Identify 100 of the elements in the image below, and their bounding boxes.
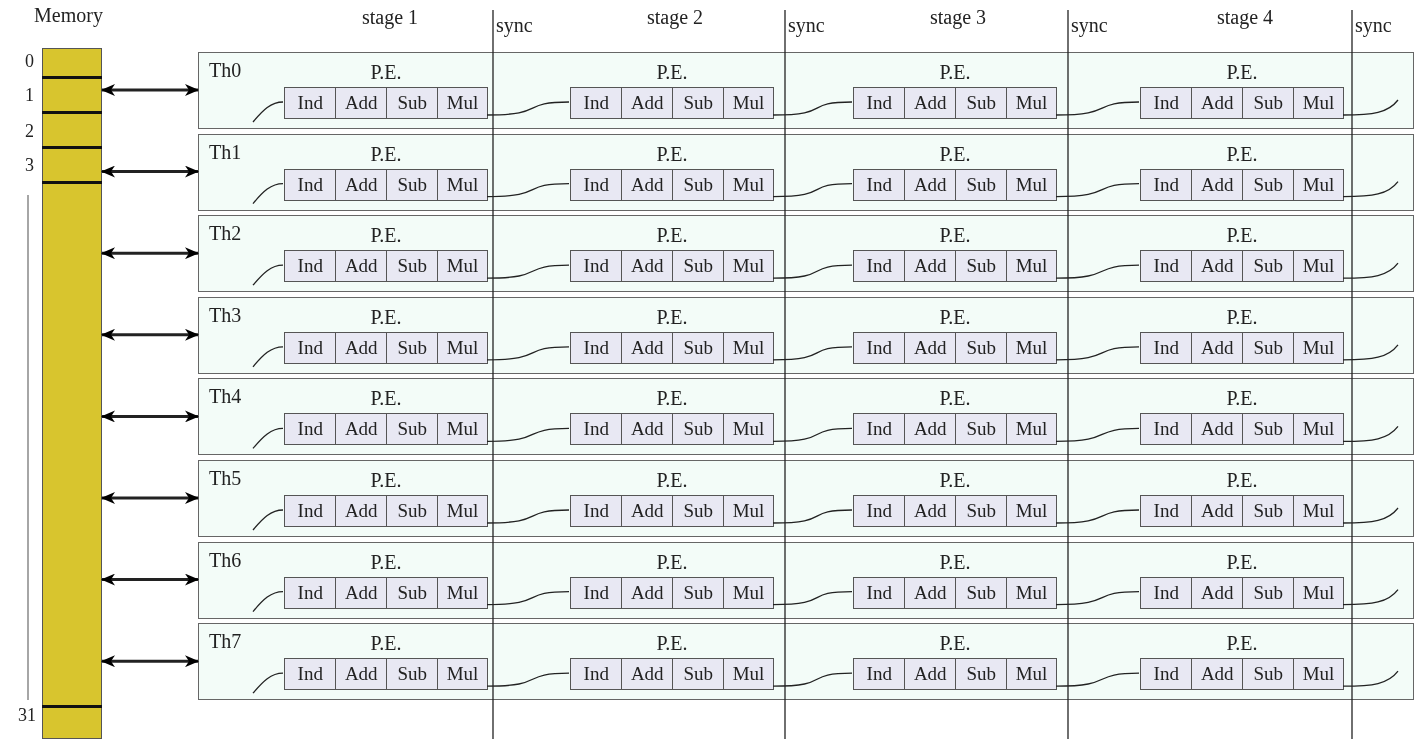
unit-cell: Mul bbox=[437, 576, 488, 609]
thread-label: Th3 bbox=[209, 303, 242, 326]
thread-label: Th6 bbox=[209, 548, 242, 571]
connector-line bbox=[772, 509, 853, 524]
unit-cell: Ind bbox=[284, 331, 337, 364]
pe-heading: P.E. bbox=[1225, 305, 1259, 328]
unit-cell: Mul bbox=[437, 250, 488, 283]
unit-cell: Ind bbox=[853, 87, 906, 119]
unit-cell: Mul bbox=[437, 495, 488, 527]
unit-cell: Ind bbox=[1140, 658, 1193, 691]
connector-line bbox=[1055, 509, 1140, 524]
unit-cell: Mul bbox=[1006, 87, 1057, 119]
unit-cell: Add bbox=[335, 168, 388, 201]
connector-line bbox=[1342, 262, 1399, 279]
unit-cell: Add bbox=[1191, 87, 1244, 119]
double-arrow bbox=[101, 328, 199, 341]
double-arrow bbox=[101, 165, 199, 178]
unit-cell: Ind bbox=[853, 495, 906, 527]
thread-row bbox=[198, 296, 1414, 374]
address-number: 3 bbox=[25, 154, 34, 176]
unit-cell: Add bbox=[904, 413, 957, 446]
unit-cell: Sub bbox=[1242, 495, 1295, 527]
unit-cell: Sub bbox=[1242, 658, 1295, 691]
connector-line bbox=[1342, 670, 1399, 687]
address-number: 31 bbox=[18, 704, 36, 726]
pe-heading: P.E. bbox=[1225, 469, 1259, 491]
sync-label: sync bbox=[1071, 14, 1108, 36]
unit-cell: Sub bbox=[955, 168, 1008, 201]
unit-cell: Ind bbox=[570, 168, 623, 201]
unit-cell: Mul bbox=[437, 168, 488, 201]
pe-heading: P.E. bbox=[655, 632, 689, 655]
unit-cell: Add bbox=[621, 87, 674, 119]
pe-heading: P.E. bbox=[1225, 550, 1259, 573]
unit-cell: Mul bbox=[1293, 576, 1344, 609]
unit-cell: Ind bbox=[853, 413, 906, 446]
unit-cell: Mul bbox=[437, 413, 488, 446]
connector-line bbox=[772, 101, 853, 116]
pe-heading: P.E. bbox=[655, 142, 689, 165]
unit-cell: Sub bbox=[955, 250, 1008, 283]
connector-line bbox=[1055, 101, 1140, 116]
unit-cell: Add bbox=[621, 495, 674, 527]
unit-cell: Ind bbox=[853, 658, 906, 691]
unit-cell: Add bbox=[904, 87, 957, 119]
unit-cell: Add bbox=[335, 658, 388, 691]
unit-cell: Ind bbox=[853, 250, 906, 283]
pe-heading: P.E. bbox=[369, 142, 403, 165]
connector-line bbox=[1055, 182, 1140, 198]
unit-cell: Sub bbox=[955, 576, 1008, 609]
sync-label: sync bbox=[496, 14, 533, 36]
unit-cell: Add bbox=[621, 658, 674, 691]
unit-cell: Sub bbox=[386, 87, 439, 119]
unit-cell: Mul bbox=[723, 87, 774, 119]
unit-cell: Ind bbox=[570, 331, 623, 364]
unit-cell: Sub bbox=[672, 576, 725, 609]
unit-cell: Add bbox=[1191, 658, 1244, 691]
unit-cell: Add bbox=[335, 331, 388, 364]
unit-cell: Add bbox=[1191, 576, 1244, 609]
pe-heading: P.E. bbox=[369, 305, 403, 328]
thread-row bbox=[198, 541, 1414, 619]
pe-heading: P.E. bbox=[655, 61, 689, 83]
unit-cell: Sub bbox=[672, 331, 725, 364]
stage-label: stage 4 bbox=[1215, 6, 1275, 28]
pe-heading: P.E. bbox=[369, 632, 403, 655]
connector-line bbox=[486, 346, 570, 361]
unit-cell: Sub bbox=[955, 658, 1008, 691]
unit-cell: Sub bbox=[1242, 87, 1295, 119]
double-arrow bbox=[101, 655, 199, 668]
unit-cell: Mul bbox=[723, 576, 774, 609]
connector-line bbox=[1342, 588, 1399, 606]
pe-heading: P.E. bbox=[655, 469, 689, 491]
unit-cell: Sub bbox=[955, 495, 1008, 527]
address-number: 0 bbox=[25, 50, 34, 72]
unit-cell: Ind bbox=[284, 250, 337, 283]
unit-cell: Mul bbox=[723, 331, 774, 364]
pe-heading: P.E. bbox=[938, 61, 972, 83]
pe-heading: P.E. bbox=[938, 305, 972, 328]
thread-label: Th4 bbox=[209, 385, 242, 408]
unit-cell: Ind bbox=[1140, 168, 1193, 201]
unit-cell: Mul bbox=[723, 413, 774, 446]
connector-line bbox=[1055, 590, 1140, 606]
unit-cell: Ind bbox=[853, 168, 906, 201]
pe-heading: P.E. bbox=[369, 61, 403, 83]
unit-cell: Add bbox=[621, 250, 674, 283]
pe-heading: P.E. bbox=[369, 550, 403, 573]
address-number: 2 bbox=[25, 120, 34, 142]
unit-cell: Ind bbox=[1140, 331, 1193, 364]
unit-cell: Ind bbox=[570, 576, 623, 609]
unit-cell: Add bbox=[904, 495, 957, 527]
pe-heading: P.E. bbox=[369, 469, 403, 491]
pe-heading: P.E. bbox=[938, 550, 972, 573]
unit-cell: Mul bbox=[1006, 168, 1057, 201]
unit-cell: Ind bbox=[284, 658, 337, 691]
connector-line bbox=[1342, 99, 1399, 116]
connector-line bbox=[772, 182, 853, 198]
unit-cell: Ind bbox=[570, 250, 623, 283]
unit-cell: Mul bbox=[1293, 250, 1344, 283]
sync-label: sync bbox=[788, 14, 825, 36]
unit-cell: Ind bbox=[570, 87, 623, 119]
unit-cell: Add bbox=[621, 331, 674, 364]
unit-cell: Sub bbox=[1242, 331, 1295, 364]
